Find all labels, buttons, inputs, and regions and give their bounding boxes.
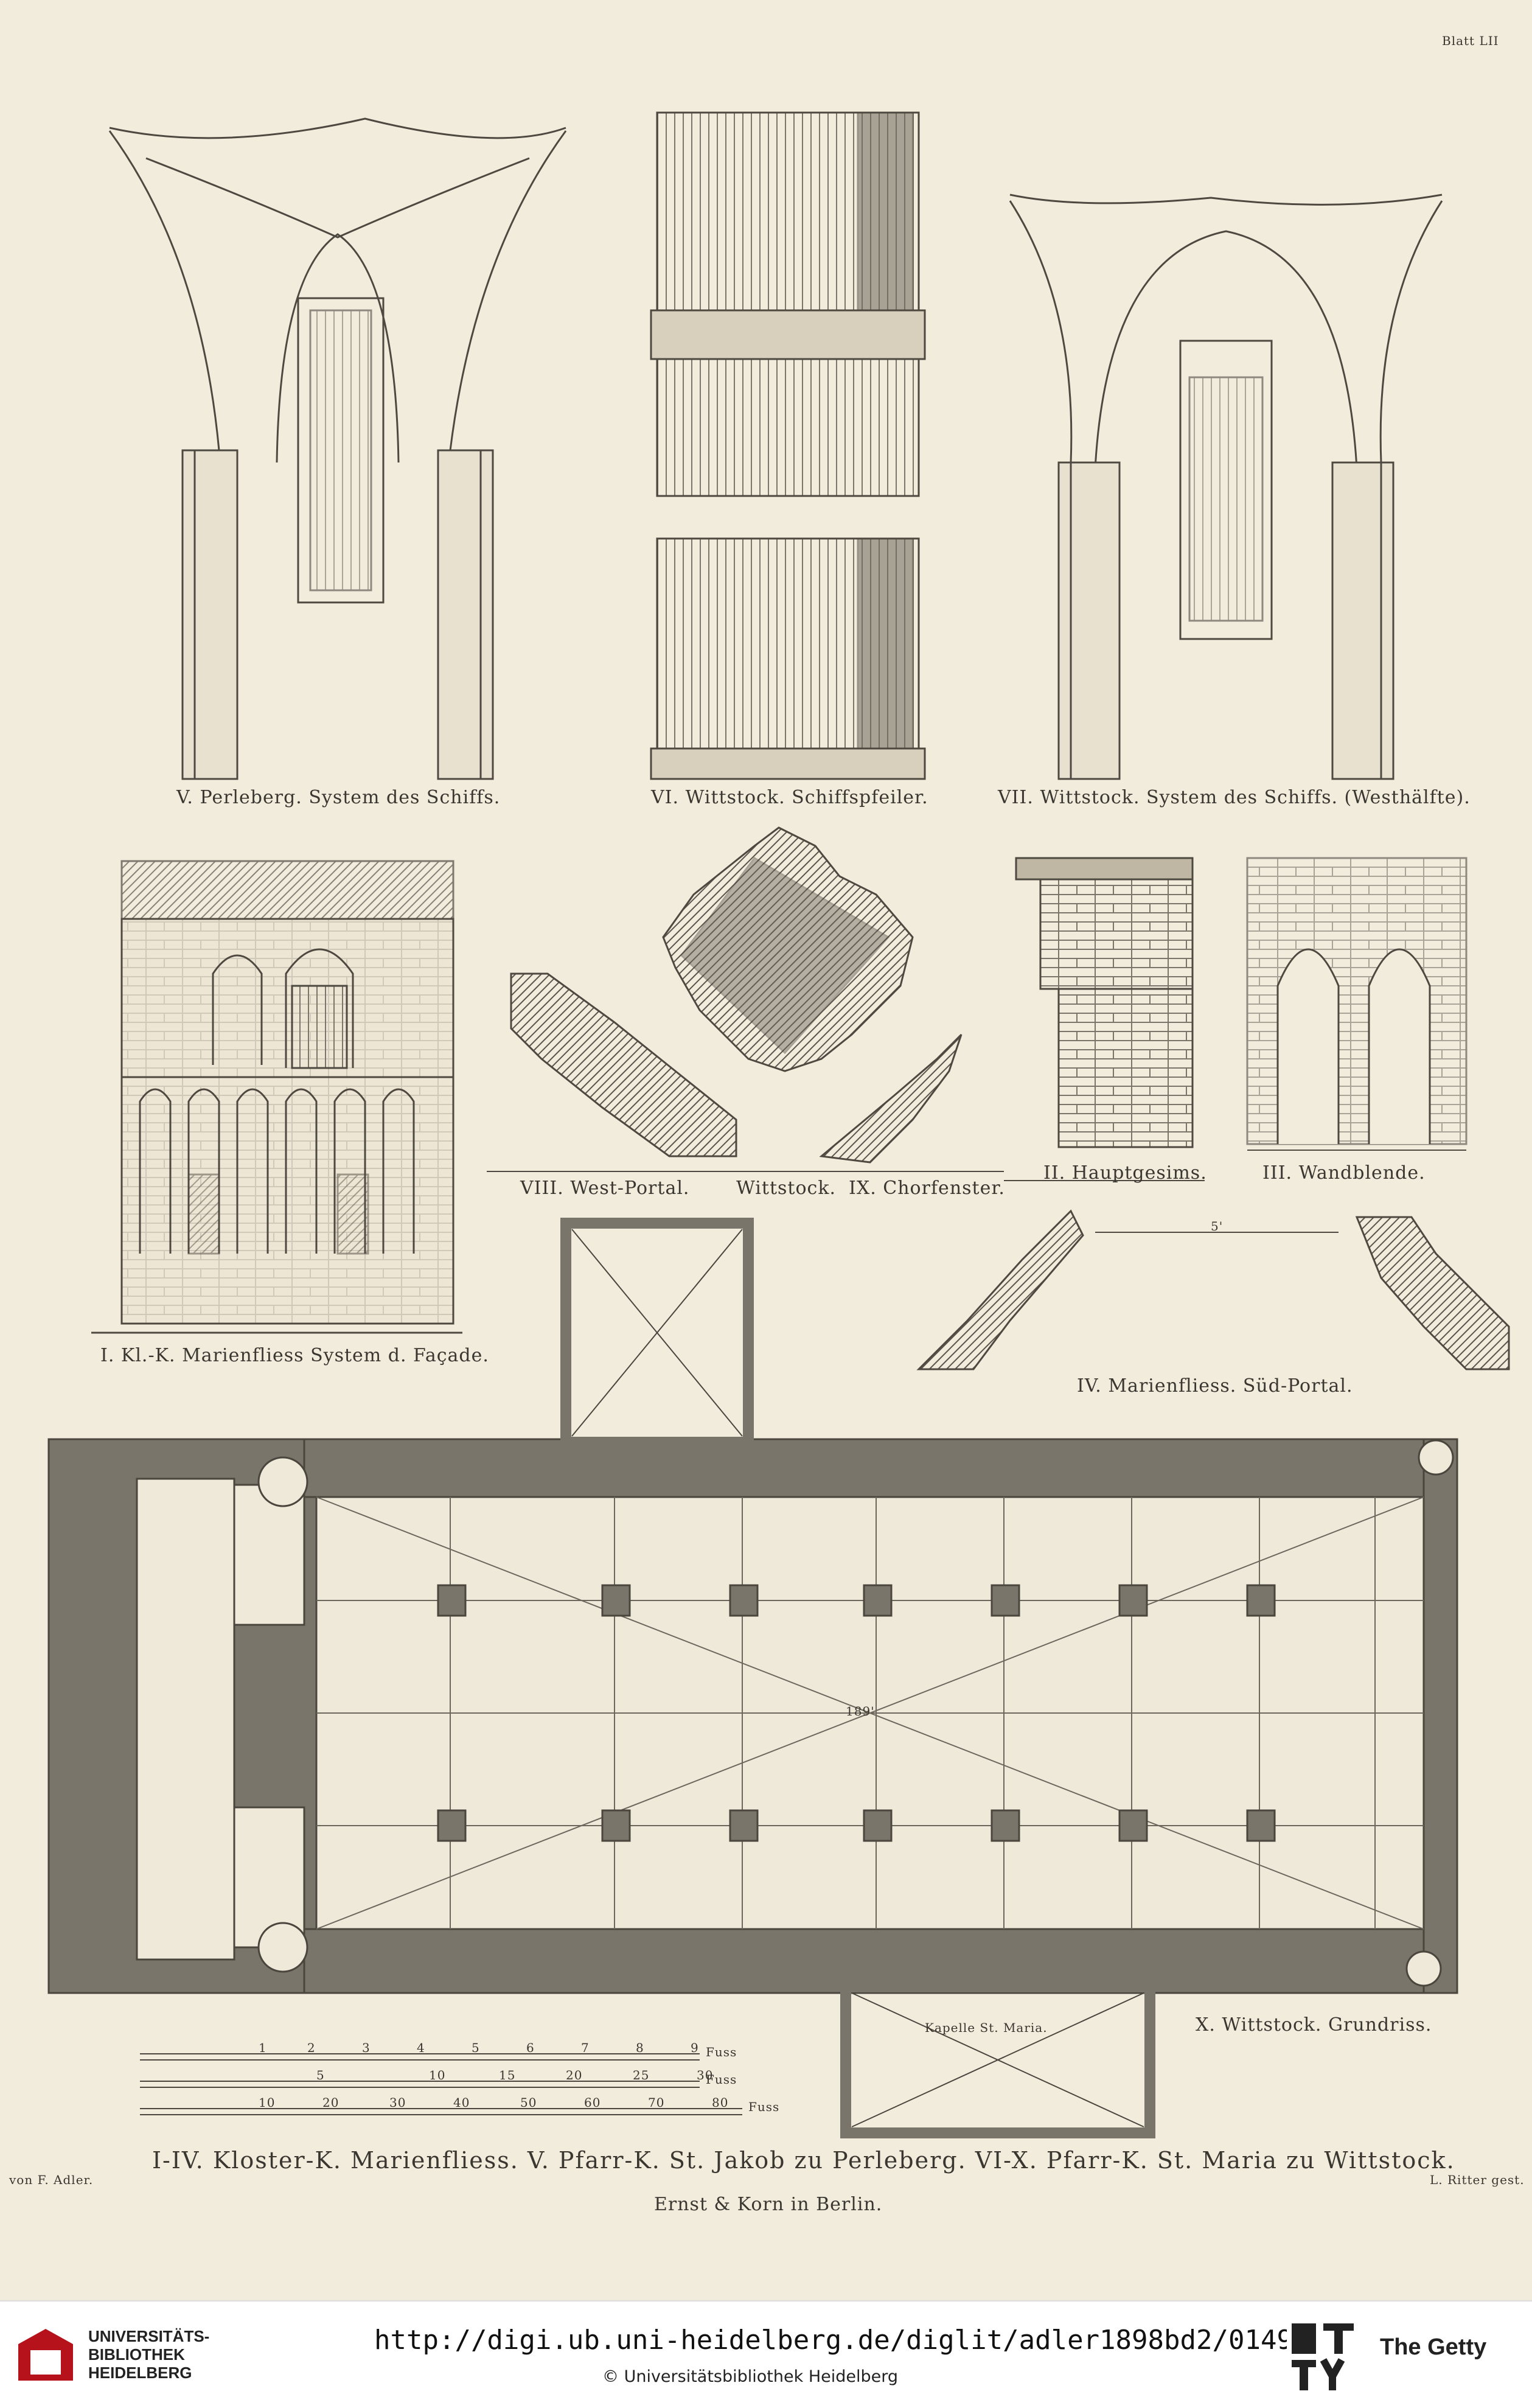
plate-engraver: L. Ritter gest. — [1430, 2172, 1525, 2187]
scale-row3-tick: 20 — [322, 2095, 339, 2110]
scale-row3-units: Fuss — [748, 2099, 780, 2114]
scale-row1-tick: 5 — [472, 2040, 480, 2055]
fig-wittstock-portal-profiles — [487, 826, 1004, 1172]
fig-marienfliess-facade — [91, 860, 462, 1334]
fig-perleberg-nave — [108, 117, 567, 780]
scale-row1-tick: 6 — [526, 2040, 535, 2055]
plate-label: Blatt LII — [1442, 33, 1499, 48]
fig-marienfliess-portal — [916, 1209, 1510, 1370]
plate-drawings — [47, 111, 1510, 2138]
caption-fig3: III. Wandblende. — [1262, 1162, 1426, 1184]
scale-row2-units: Fuss — [706, 2072, 737, 2087]
fig-wandblende — [1246, 857, 1468, 1151]
scale-row3-tick: 40 — [453, 2095, 470, 2110]
scale-row1-tick: 1 — [259, 2040, 267, 2055]
plate-author: von F. Adler. — [9, 2172, 94, 2187]
caption-kapelle: Kapelle St. Maria. — [925, 2020, 1048, 2035]
caption-fig8: VIII. West-Portal. — [520, 1178, 690, 1199]
caption-fig10: X. Wittstock. Grundriss. — [1196, 2014, 1432, 2036]
scale-row3-tick: 30 — [389, 2095, 406, 2110]
viewer-footer: UNIVERSITÄTS- BIBLIOTHEK HEIDELBERG http… — [0, 2300, 1532, 2408]
scale-row1-units: Fuss — [706, 2045, 737, 2059]
caption-fig9: IX. Chorfenster. — [849, 1178, 1005, 1199]
scale-row3-tick: 10 — [259, 2095, 276, 2110]
getty-name: The Getty — [1380, 2334, 1487, 2360]
caption-fig5: V. Perleberg. System des Schiffs. — [176, 787, 501, 808]
scale-row2-tick: 15 — [499, 2068, 516, 2082]
scale-row2-tick: 30 — [697, 2068, 714, 2082]
university-seal-icon — [18, 2329, 73, 2381]
caption-fig8b: Wittstock. — [736, 1178, 837, 1199]
caption-fig4: IV. Marienfliess. Süd-Portal. — [1077, 1375, 1353, 1397]
scale-row1-tick: 3 — [362, 2040, 371, 2055]
caption-fig1: I. Kl.-K. Marienfliess System d. Façade. — [100, 1345, 489, 1366]
scale-row3-tick: 60 — [584, 2095, 601, 2110]
scale-row2-tick: 25 — [633, 2068, 650, 2082]
fig-wittstock-groundplan — [47, 1218, 1458, 2138]
scale-row1-tick: 8 — [636, 2040, 644, 2055]
plate-page: Blatt LII V. Perleberg. System des Schif… — [9, 33, 1525, 2215]
scale-row1-tick: 4 — [417, 2040, 425, 2055]
fig-wittstock-nave — [1009, 194, 1443, 780]
scale-row2-tick: 20 — [566, 2068, 583, 2082]
scale-row2-tick: 5 — [316, 2068, 325, 2082]
caption-fig6: VI. Wittstock. Schiffspfeiler. — [651, 787, 928, 808]
fig-wittstock-pier — [650, 111, 926, 780]
caption-fig2: II. Hauptgesims. — [1043, 1162, 1207, 1184]
scale-row1-tick: 9 — [691, 2040, 699, 2055]
caption-fig7: VII. Wittstock. System des Schiffs. (Wes… — [998, 787, 1471, 808]
scale-row1-tick: 2 — [307, 2040, 316, 2055]
scale-row1-tick: 7 — [581, 2040, 590, 2055]
scale-bars — [140, 2053, 742, 2115]
scale-row3-tick: 80 — [712, 2095, 729, 2110]
scale-row3-tick: 50 — [520, 2095, 537, 2110]
fig-hauptgesims — [1004, 857, 1205, 1181]
dimension-5ft: 5' — [1211, 1219, 1224, 1234]
getty-logo-icon — [1287, 2319, 1360, 2395]
permalink-url[interactable]: http://digi.ub.uni-heidelberg.de/diglit/… — [374, 2325, 1293, 2356]
dimension-189ft: 189' — [846, 1704, 875, 1719]
plate-publisher: Ernst & Korn in Berlin. — [654, 2194, 883, 2215]
university-name: UNIVERSITÄTS- BIBLIOTHEK HEIDELBERG — [88, 2327, 210, 2382]
scale-row3-tick: 70 — [648, 2095, 665, 2110]
copyright-notice: © Universitätsbibliothek Heidelberg — [602, 2367, 899, 2386]
plate-title: I-IV. Kloster-K. Marienfliess. V. Pfarr-… — [152, 2147, 1455, 2174]
scale-row2-tick: 10 — [429, 2068, 446, 2082]
